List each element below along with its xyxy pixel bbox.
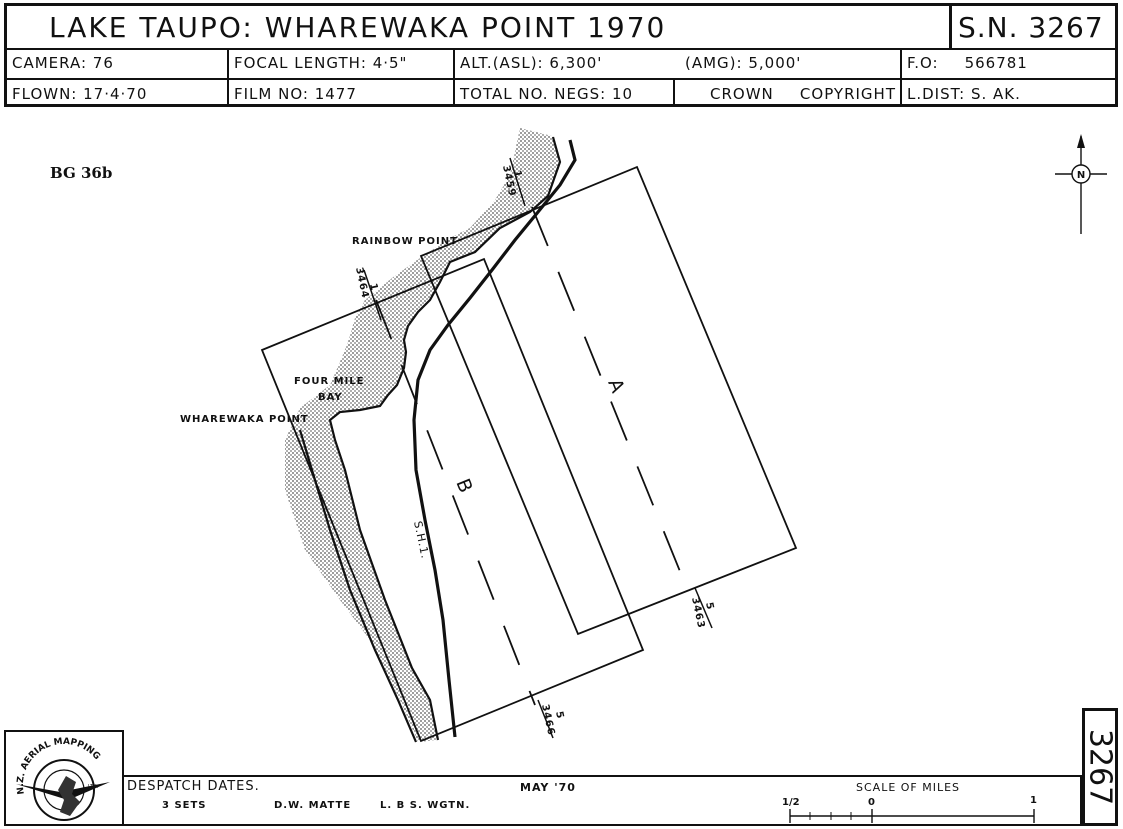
flight-line-b [375, 299, 536, 706]
crown-text: CROWN [710, 84, 774, 103]
shoreline [328, 136, 562, 741]
run-mark-3459-tick [509, 157, 526, 207]
run-mark-3464-label: 3464 [353, 266, 370, 299]
fo-value: 566781 [964, 54, 1028, 72]
despatch-footer: DESPATCH DATES. MAY '70 3 SETS D.W. MATT… [124, 775, 1082, 826]
place-four-mile: FOUR MILE [294, 376, 365, 387]
info-row-2: FLOWN: 17·4·70 FILM NO: 1477 TOTAL NO. N… [7, 80, 1115, 107]
run-mark-3466-tick [537, 699, 554, 739]
strip-b-label: B [451, 476, 476, 496]
strip-b-coverage [260, 257, 645, 743]
place-rainbow-point: RAINBOW POINT [352, 236, 458, 247]
scale-zero-label: 0 [868, 797, 875, 808]
strip-a-coverage [419, 165, 798, 636]
altitude-asl-field: ALT.(ASL): 6,300' [453, 48, 680, 78]
run-mark-3463-label: 3463 [689, 596, 706, 629]
crown-copyright-field: CROWN COPYRIGHT [673, 80, 900, 107]
sheet-reference: BG 36b [50, 164, 113, 182]
run-mark-3463-tick [694, 587, 713, 629]
north-arrow-head [1077, 134, 1085, 148]
scale-label: SCALE OF MILES [856, 781, 961, 794]
film-number-field: FILM NO: 1477 [227, 80, 453, 107]
sheet-number: S.N. 3267 [949, 6, 1117, 48]
altitude-amg-field: (AMG): 5,000' [685, 54, 802, 72]
logo-nz-map [58, 776, 80, 816]
finish-type: D.W. MATTE [274, 800, 352, 811]
title-row: LAKE TAUPO: WHAREWAKA POINT 1970 S.N. 32… [7, 6, 1115, 50]
run-mark-3463-number: 5 [703, 601, 715, 611]
lakeside-road [298, 429, 418, 743]
total-negs-field: TOTAL NO. NEGS: 10 [453, 80, 673, 107]
side-tab-number: 3267 [1082, 728, 1118, 806]
place-bay: BAY [318, 392, 343, 403]
despatch-destination: L. B S. WGTN. [380, 800, 471, 811]
fo-field: F.O: 566781 [900, 48, 1117, 78]
run-mark-3466-number: 5 [553, 710, 565, 720]
title-block: LAKE TAUPO: WHAREWAKA POINT 1970 S.N. 32… [4, 3, 1118, 107]
scale-one-label: 1 [1030, 795, 1037, 806]
info-row-1: CAMERA: 76 FOCAL LENGTH: 4·5" ALT.(ASL):… [7, 48, 1115, 80]
ldist-field: L.DIST: S. AK. [900, 80, 1117, 107]
despatch-date: MAY '70 [520, 781, 576, 794]
highway-label: S.H.1. [411, 520, 432, 560]
scale-half-label: 1/2 [782, 797, 800, 808]
camera-field: CAMERA: 76 [12, 54, 114, 72]
fo-label: F.O: [907, 54, 939, 72]
run-mark-3464-number: 1 [367, 282, 379, 292]
despatch-label: DESPATCH DATES. [127, 779, 260, 794]
copyright-text: COPYRIGHT [799, 84, 896, 103]
company-logo-box: N.Z. AERIAL MAPPING LTD. [4, 730, 124, 826]
flown-field: FLOWN: 17·4·70 [12, 84, 148, 103]
run-mark-3464-tick [363, 269, 382, 321]
nz-aerial-mapping-logo: N.Z. AERIAL MAPPING LTD. [16, 737, 110, 821]
north-arrow-circle [1071, 164, 1091, 184]
north-arrow-label: N [1077, 170, 1085, 181]
sets-count: 3 SETS [162, 800, 207, 811]
run-mark-3466-label: 3466 [539, 703, 556, 736]
flight-line-a [531, 206, 691, 597]
side-tab: 3267 [1082, 708, 1118, 826]
place-wharewaka-point: WHAREWAKA POINT [180, 414, 309, 425]
focal-length-field: FOCAL LENGTH: 4·5" [227, 48, 453, 78]
logo-sub: LTD. [88, 784, 99, 790]
lake-taupo-water [285, 128, 560, 742]
state-highway-1 [412, 139, 577, 738]
logo-ring-outer [33, 759, 95, 821]
map-title: LAKE TAUPO: WHAREWAKA POINT 1970 [49, 10, 667, 44]
strip-a-label: A [603, 376, 628, 396]
run-mark-3459-number: 1 [511, 169, 523, 179]
